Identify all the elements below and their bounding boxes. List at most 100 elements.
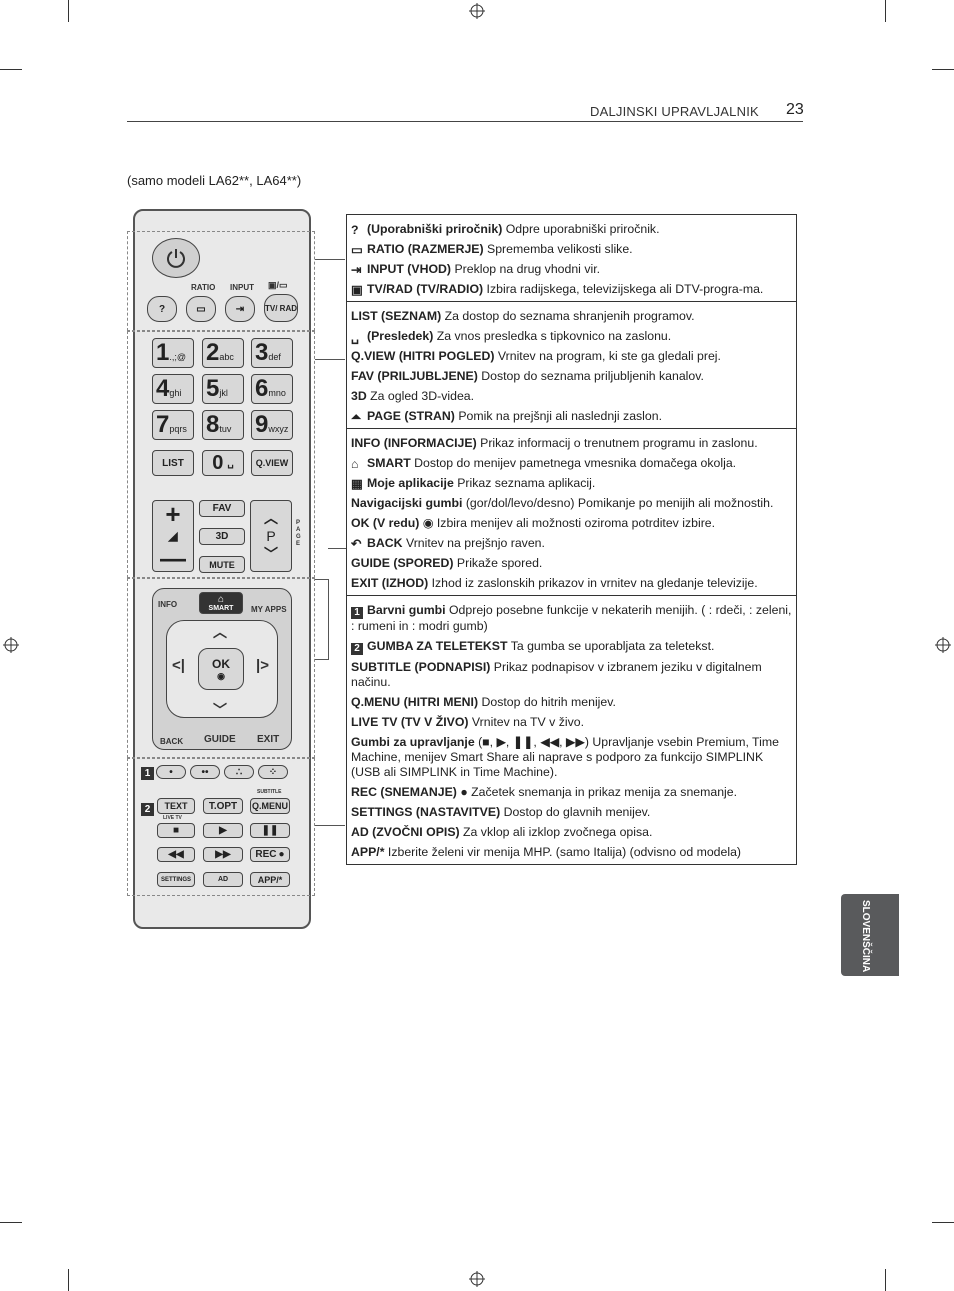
table-row: SUBTITLE (PODNAPISI) Prikaz podnapisov v…	[351, 660, 792, 690]
row-term: (Presledek)	[367, 329, 434, 343]
key-letters: abc	[219, 352, 234, 362]
row-description: Prikaže spored.	[453, 556, 543, 570]
remote-group-1	[127, 231, 315, 331]
fast-forward-button[interactable]: ▶▶	[203, 847, 243, 862]
table-row: OK (V redu) ◉ Izbira menijev ali možnost…	[351, 516, 792, 531]
connector-line	[328, 548, 346, 549]
pause-button[interactable]: ❚❚	[250, 823, 290, 838]
page-number: 23	[786, 101, 804, 118]
arrow-left-icon[interactable]: <|	[172, 657, 185, 674]
settings-button[interactable]: SETTINGS	[157, 872, 195, 887]
row-description: Vrnitev na TV v živo.	[468, 715, 585, 729]
ratio-button[interactable]: ▭	[186, 296, 216, 322]
row-term: EXIT (IZHOD)	[351, 576, 429, 590]
back-button[interactable]: BACK	[160, 737, 184, 746]
number-key-1[interactable]: 1.,;@	[152, 338, 194, 368]
subtitle-label: SUBTITLE	[257, 789, 282, 795]
ok-button[interactable]: OK◉	[198, 648, 244, 690]
key-digit: 9	[255, 411, 269, 438]
green-button[interactable]: ••	[190, 765, 220, 779]
table-row: ▦Moje aplikacije Prikaz seznama aplikaci…	[351, 476, 792, 491]
row-term: GUMBA ZA TELETEKST	[367, 639, 508, 653]
tv-rad-button[interactable]: TV/ RAD	[264, 294, 298, 322]
row-description: Izhod iz zaslonskih prikazov in vrnitev …	[428, 576, 758, 590]
badge-2: 2	[141, 803, 154, 816]
key-digit: 3	[255, 339, 269, 366]
my-apps-button[interactable]: MY APPS	[251, 605, 287, 614]
back-icon: ↶	[351, 537, 362, 551]
power-button[interactable]	[152, 238, 200, 278]
table-row: ␣(Presledek) Za vnos presledka s tipkovn…	[351, 329, 792, 344]
row-term: AD (ZVOČNI OPIS)	[351, 825, 460, 839]
help-button[interactable]: ?	[147, 296, 177, 322]
stop-button[interactable]: ■	[157, 823, 195, 838]
crop-mark	[932, 1222, 954, 1223]
row-term: Navigacijski gumbi	[351, 496, 463, 510]
connector-line	[315, 579, 329, 580]
table-row: FAV (PRILJUBLJENE) Dostop do seznama pri…	[351, 369, 792, 384]
table-row: GUIDE (SPORED) Prikaže spored.	[351, 556, 792, 571]
table-row: EXIT (IZHOD) Izhod iz zaslonskih prikazo…	[351, 576, 792, 591]
key-letters: tuv	[219, 424, 232, 434]
crop-mark	[932, 69, 954, 70]
power-icon	[167, 249, 185, 268]
registration-mark-icon	[469, 3, 485, 19]
list-button[interactable]: LIST	[152, 450, 194, 476]
blue-button[interactable]: ⁘	[258, 765, 288, 779]
fav-button[interactable]: FAV	[199, 500, 245, 517]
yellow-button[interactable]: ∴	[224, 765, 254, 779]
channel-page-rocker[interactable]: ︿P﹀	[250, 500, 292, 572]
arrow-right-icon[interactable]: |>	[256, 657, 269, 674]
table-row: Gumbi za upravljanje (■, ▶, ❚❚, ◀◀, ▶▶) …	[351, 735, 792, 780]
home-icon: ⌂	[217, 594, 225, 605]
qmenu-button[interactable]: Q.MENU	[250, 798, 290, 814]
topt-button[interactable]: T.OPT	[203, 798, 243, 814]
table-row: APP/* Izberite želeni vir menija MHP. (s…	[351, 845, 792, 860]
row-term: 3D	[351, 389, 367, 403]
mute-button[interactable]: MUTE	[199, 556, 245, 573]
description-table: ?(Uporabniški priročnik) Odpre uporabniš…	[346, 214, 797, 865]
row-description: Za vnos presledka s tipkovnico na zaslon…	[433, 329, 672, 343]
input-button[interactable]: ⇥	[225, 296, 255, 322]
table-row: 3D Za ogled 3D-videa.	[351, 389, 792, 404]
smart-button[interactable]: ⌂SMART	[199, 592, 243, 614]
row-term: SUBTITLE (PODNAPISI)	[351, 660, 491, 674]
app-button[interactable]: APP/*	[250, 872, 290, 887]
play-button[interactable]: ▶	[203, 823, 243, 838]
rec-dot-icon: ●	[278, 849, 285, 860]
row-term: RATIO (RAZMERJE)	[367, 242, 484, 256]
arrow-down-icon[interactable]: ﹀	[213, 702, 227, 718]
qview-button[interactable]: Q.VIEW	[251, 450, 293, 476]
exit-button[interactable]: EXIT	[257, 734, 280, 745]
table-row: Q.VIEW (HITRI POGLED) Vrnitev na program…	[351, 349, 792, 364]
arrow-up-icon[interactable]: ︿	[213, 624, 227, 640]
ad-button[interactable]: AD	[203, 872, 243, 887]
red-button[interactable]: •	[156, 765, 186, 779]
number-badge: 1	[351, 607, 363, 619]
3d-button[interactable]: 3D	[199, 528, 245, 545]
row-description: Vrnitev na prejšnjo raven.	[402, 536, 545, 550]
rewind-button[interactable]: ◀◀	[157, 847, 195, 862]
rec-button[interactable]: REC●	[250, 847, 290, 862]
volume-icon: ◢	[168, 529, 178, 543]
info-button[interactable]: INFO	[158, 600, 178, 609]
zero-space-button[interactable]: 0␣	[202, 450, 244, 476]
number-badge: 2	[351, 643, 363, 655]
row-description: ● Začetek snemanja in prikaz menija za s…	[456, 785, 738, 799]
row-description: Prikaz seznama aplikacij.	[453, 476, 596, 490]
row-term: LIST (SEZNAM)	[351, 309, 442, 323]
key-letters: wxyz	[268, 424, 289, 434]
row-description: Dostop do seznama priljubljenih kanalov.	[477, 369, 704, 383]
volume-rocker[interactable]: +◢—	[152, 500, 194, 572]
guide-button[interactable]: GUIDE	[204, 734, 236, 745]
text-button[interactable]: TEXT	[157, 798, 195, 814]
